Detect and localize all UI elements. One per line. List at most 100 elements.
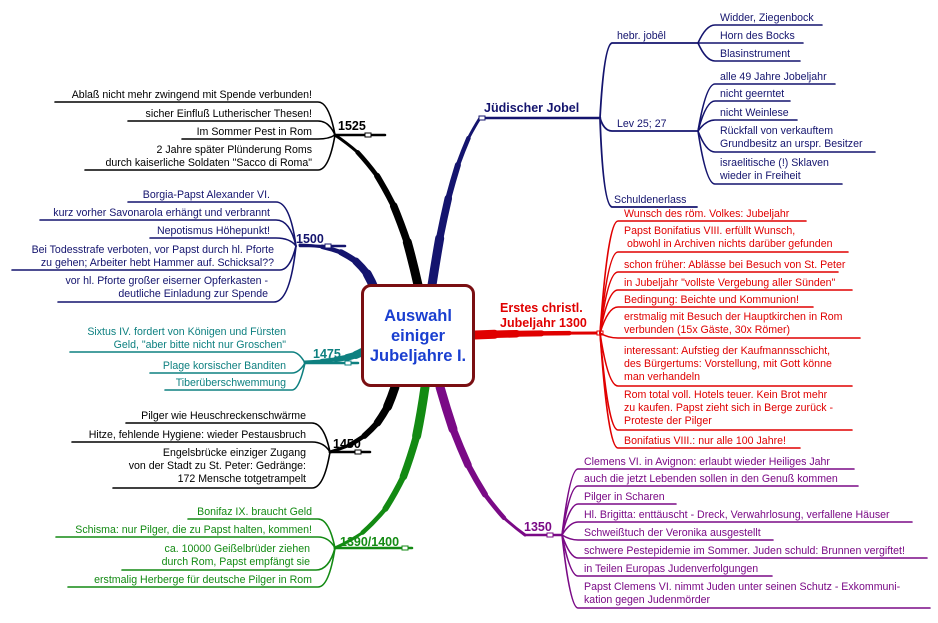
branch-1525-label: 1525 xyxy=(338,119,366,133)
branch-1525-leaf-link-2 xyxy=(127,120,336,136)
branch-1300-leaf-4: in Jubeljahr "vollste Vergebung aller Sü… xyxy=(624,277,836,289)
branch-lev-leaf-3: nicht Weinlese xyxy=(720,107,789,119)
branch-1300-leaf-6: erstmalig mit Besuch der Hauptkirchen in… xyxy=(624,311,843,336)
branch-lev-leaf-2: nicht geerntet xyxy=(720,88,784,100)
branch-1390-trunk xyxy=(399,432,421,481)
branch-juedisch-trunk xyxy=(466,116,482,140)
branch-1350-leaf-8: Papst Clemens VI. nimmt Juden unter sein… xyxy=(584,581,901,606)
branch-1300-leaf-link-5 xyxy=(599,306,814,334)
branch-1475-label: 1475 xyxy=(313,347,341,361)
branch-1525-trunk xyxy=(374,172,397,209)
branch-hebr-leaf-link-1 xyxy=(697,24,823,44)
branch-1350-trunk xyxy=(465,461,488,498)
central-topic-title: Auswahl einiger Jubeljahre I. xyxy=(369,306,467,365)
branch-1475-leaf-2: Plage korsischer Banditen xyxy=(163,360,286,372)
branch-joint xyxy=(546,532,554,538)
branch-1450-leaf-1: Pilger wie Heuschreckenschwärme xyxy=(141,410,306,422)
branch-1475-leaf-link-1 xyxy=(69,351,306,364)
branch-joint xyxy=(324,243,332,249)
branch-joint xyxy=(344,360,352,366)
branch-1450-leaf-link-1 xyxy=(125,422,331,453)
branch-lev-leaf-link-5 xyxy=(697,130,843,185)
branch-1525-trunk xyxy=(389,202,412,246)
branch-1450-leaf-2: Hitze, fehlende Hygiene: wieder Pestausb… xyxy=(89,429,306,441)
branch-hebr-link xyxy=(599,42,699,119)
branch-juedisch-trunk xyxy=(445,161,461,202)
branch-1300-leaf-2: Papst Bonifatius VIII. erfüllt Wunsch, o… xyxy=(624,225,833,250)
branch-1450-trunk xyxy=(361,419,381,439)
branch-joint xyxy=(364,132,372,138)
branch-1350-leaf-link-8 xyxy=(561,534,931,609)
branch-1475-leaf-1: Sixtus IV. fordert von Königen und Fürst… xyxy=(87,326,286,351)
central-topic[interactable]: Auswahl einiger Jubeljahre I. xyxy=(361,284,475,387)
branch-schulden-link xyxy=(599,117,698,208)
branch-1450-label: 1450 xyxy=(333,437,361,451)
branch-hebr-leaf-link-3 xyxy=(697,42,801,62)
branch-1390-leaf-1: Bonifaz IX. braucht Geld xyxy=(197,506,312,518)
branch-1350-leaf-2: auch die jetzt Lebenden sollen in den Ge… xyxy=(584,473,838,485)
branch-1350-leaf-link-2 xyxy=(561,485,859,536)
branch-1300-label: Erstes christl.Jubeljahr 1300 xyxy=(500,301,587,330)
branch-1390-leaf-link-4 xyxy=(67,547,336,588)
branch-1475-leaf-3: Tiberüberschwemmung xyxy=(176,377,286,389)
branch-1300-leaf-link-6 xyxy=(599,332,861,339)
branch-1350-leaf-link-5 xyxy=(561,534,774,541)
branch-1500-leaf-1: Borgia-Papst Alexander VI. xyxy=(143,189,270,201)
branch-1300-leaf-5: Bedingung: Beichte und Kommunion! xyxy=(624,294,799,306)
branch-lev-leaf-link-3 xyxy=(697,119,798,132)
node-labels: 1525 Ablaß nicht mehr zwingend mit Spende… xyxy=(32,12,905,606)
branch-1300-leaf-7: interessant: Aufstieg der Kaufmannsschic… xyxy=(624,345,832,383)
branch-1350-leaf-link-3 xyxy=(561,503,677,536)
branch-1300-leaf-link-4 xyxy=(599,289,853,334)
branch-1390-leaf-link-2 xyxy=(55,536,336,549)
branch-1350-trunk xyxy=(449,425,472,469)
branch-joint xyxy=(401,545,409,551)
branch-lev-leaf-link-1 xyxy=(697,83,836,132)
branch-juedisch-trunk xyxy=(427,233,445,290)
branch-1475-leaf-link-3 xyxy=(164,362,306,391)
branch-1500-leaf-link-1 xyxy=(127,201,297,247)
branch-1525-leaf-3: Im Sommer Pest in Rom xyxy=(197,126,313,138)
branch-1525-leaf-2: sicher Einfluß Lutherischer Thesen! xyxy=(146,108,312,120)
branch-1500-leaf-3: Nepotismus Höhepunkt! xyxy=(157,225,270,237)
branch-1350-leaf-4: Hl. Brigitta: enttäuscht - Dreck, Verwah… xyxy=(584,509,890,521)
branch-hebr-leaf-1: Widder, Ziegenbock xyxy=(720,12,814,24)
branch-1350-leaf-link-4 xyxy=(561,521,913,536)
branch-hebr-label: hebr. jobêl xyxy=(617,30,666,42)
branch-1450-trunk xyxy=(346,433,367,448)
branch-1525-trunk xyxy=(333,133,360,154)
branch-1390-label: 1390/1400 xyxy=(340,535,399,549)
branch-juedisch-trunk xyxy=(455,135,471,168)
branch-1525-trunk xyxy=(355,149,380,179)
branch-1350-leaf-1: Clemens VI. in Avignon: erlaubt wieder H… xyxy=(584,456,830,468)
branch-lev-leaf-link-2 xyxy=(697,100,791,132)
branch-1525-trunk xyxy=(402,237,423,290)
branch-1350-leaf-5: Schweißtuch der Veronika ausgestellt xyxy=(584,527,761,539)
branch-1500-leaf-link-2 xyxy=(39,219,297,247)
branch-1350-leaf-6: schwere Pestepidemie im Sommer. Juden sc… xyxy=(584,545,905,557)
branch-1350-leaf-7: in Teilen Europas Judenverfolgungen xyxy=(584,563,758,575)
branch-1525-leaf-1: Ablaß nicht mehr zwingend mit Spende ver… xyxy=(72,89,312,101)
branch-1390-trunk xyxy=(412,382,430,441)
branch-lev-label: Lev 25; 27 xyxy=(617,118,667,130)
branch-1500-leaf-5: vor hl. Pforte großer eiserner Opferkast… xyxy=(65,275,268,300)
branch-hebr-leaf-3: Blasinstrument xyxy=(720,48,790,60)
branch-1300-leaf-link-1 xyxy=(599,220,807,334)
branch-1300-leaf-3: schon früher: Ablässe bei Besuch von St.… xyxy=(624,259,846,271)
branch-1500-leaf-link-3 xyxy=(149,237,297,247)
branch-1350-trunk xyxy=(482,492,507,521)
branch-hebr-leaf-2: Horn des Bocks xyxy=(720,30,795,42)
branch-1500-label: 1500 xyxy=(296,232,324,246)
branch-1300-leaf-8: Rom total voll. Hotels teuer. Kein Brot … xyxy=(624,389,834,427)
branch-1525-leaf-link-1 xyxy=(54,101,336,136)
branch-1300-leaf-link-7 xyxy=(599,332,853,387)
branch-1390-trunk xyxy=(382,473,407,512)
branch-joint xyxy=(478,115,486,121)
branch-1300-leaf-link-3 xyxy=(599,271,839,334)
